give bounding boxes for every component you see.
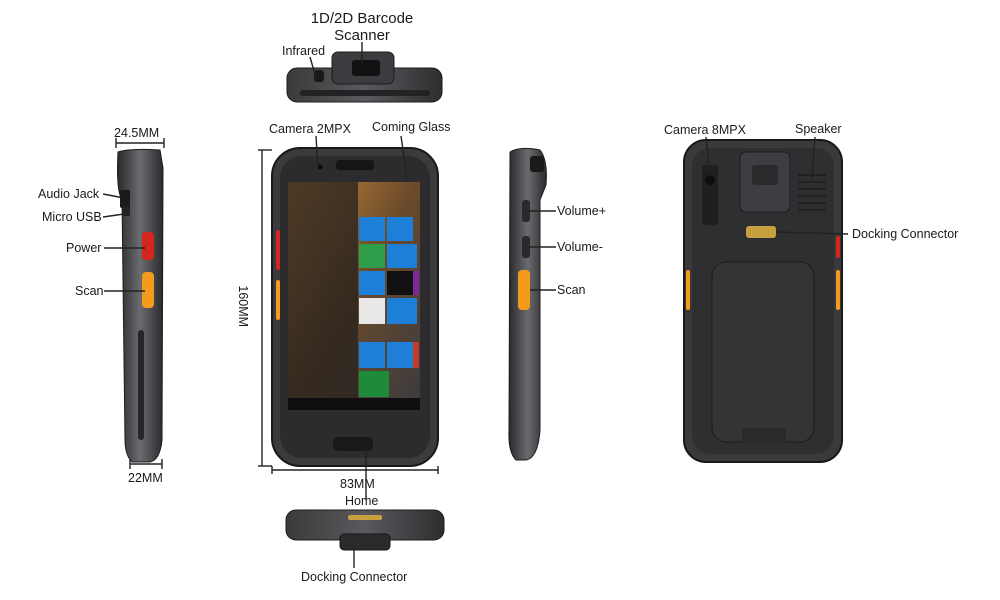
label-docking-connector-back: Docking Connector (852, 227, 959, 241)
top-view-device (286, 51, 443, 103)
label-docking-connector-bottom: Docking Connector (301, 570, 408, 584)
label-height: 160MM (236, 285, 251, 328)
leader-lines (102, 42, 849, 568)
label-micro-usb: Micro USB (42, 210, 102, 224)
label-camera-front: Camera 2MPX (269, 122, 351, 136)
label-infrared: Infrared (282, 44, 326, 58)
label-camera-rear: Camera 8MPX (664, 123, 746, 137)
label-barcode-scanner: 1D/2D Barcode Scanner (310, 10, 414, 44)
label-width-top: 24.5MM (114, 126, 160, 140)
label-speaker: Speaker (795, 122, 842, 136)
label-volume-down: Volume- (557, 240, 603, 254)
bottom-view-device (285, 509, 445, 551)
label-width-bottom: 22MM (128, 471, 163, 485)
label-scan-right: Scan (557, 283, 586, 297)
label-audio-jack: Audio Jack (38, 187, 100, 201)
label-home: Home (345, 494, 379, 508)
label-power: Power (66, 241, 102, 255)
label-volume-up: Volume+ (557, 204, 606, 218)
left-side-device (117, 148, 164, 463)
right-side-device (508, 147, 547, 461)
back-device (683, 139, 843, 463)
label-width-front: 83MM (340, 477, 375, 491)
front-device (271, 147, 439, 467)
label-scan-left: Scan (75, 284, 104, 298)
label-coming-glass: Coming Glass (372, 120, 451, 134)
